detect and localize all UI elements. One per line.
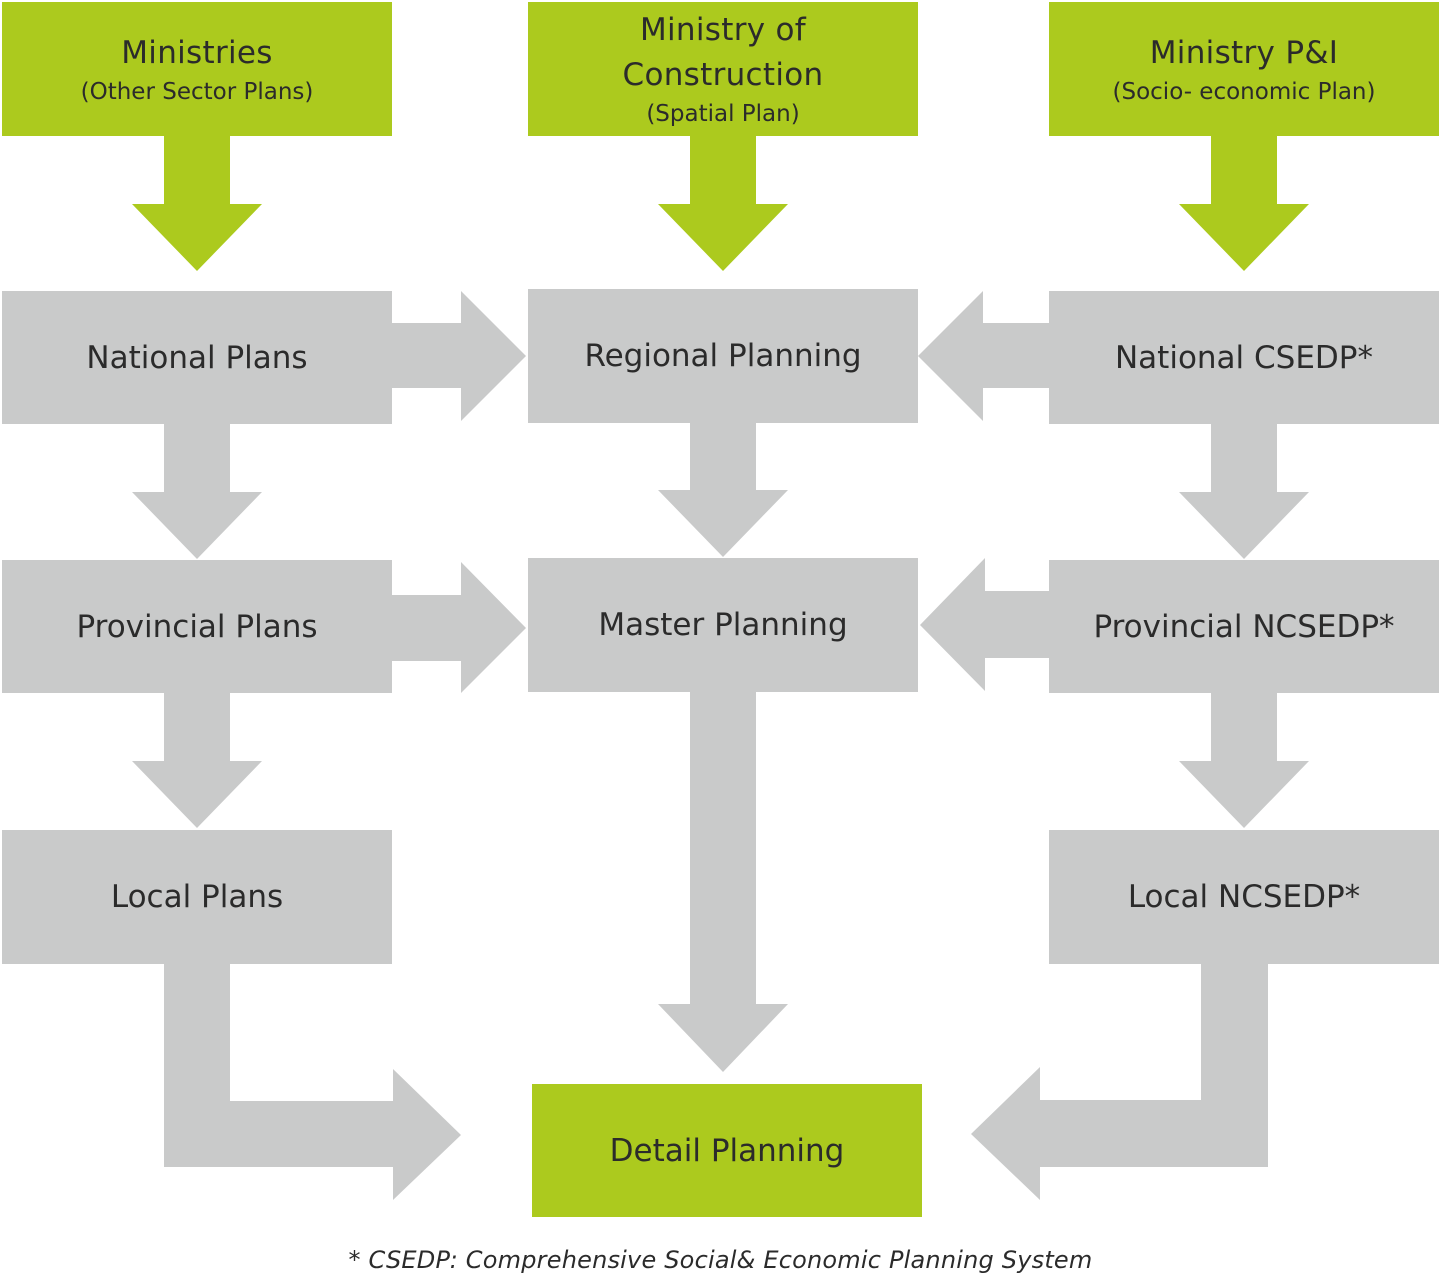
provincial-plans-box: Provincial Plans xyxy=(2,560,392,693)
ministry-of-construction-box: Ministry of Construction (Spatial Plan) xyxy=(528,2,918,136)
local-plans-box: Local Plans xyxy=(2,830,392,964)
national-plans-label: National Plans xyxy=(86,339,308,376)
detail-planning-label: Detail Planning xyxy=(609,1132,845,1169)
arrow-national-to-provincial-plans xyxy=(132,424,262,559)
arrow-provincial-plans-to-master-planning xyxy=(391,562,526,693)
arrow-mpi-to-national-csedp xyxy=(1179,136,1309,271)
footnote: * CSEDP: Comprehensive Social& Economic … xyxy=(348,1246,1093,1274)
ministry-of-construction-title: Ministry of Construction xyxy=(622,12,824,94)
arrow-master-to-detail-planning xyxy=(658,692,788,1072)
arrow-provincial-to-local-plans xyxy=(132,693,262,828)
master-planning-box: Master Planning xyxy=(528,558,918,692)
local-ncsedp-label: Local NCSEDP* xyxy=(1127,879,1361,915)
arrow-provincial-to-local-ncsedp xyxy=(1179,693,1309,828)
national-plans-box: National Plans xyxy=(2,291,392,424)
local-plans-label: Local Plans xyxy=(110,879,284,915)
ministry-pi-box: Ministry P&I (Socio- economic Plan) xyxy=(1049,2,1439,136)
national-csedp-label: National CSEDP* xyxy=(1114,339,1373,376)
national-csedp-box: National CSEDP* xyxy=(1049,291,1439,424)
ministries-title: Ministries xyxy=(121,34,273,71)
ministries-box: Ministries (Other Sector Plans) xyxy=(2,2,392,136)
ministry-of-construction-subtitle: (Spatial Plan) xyxy=(646,100,800,127)
ministry-pi-title: Ministry P&I xyxy=(1149,34,1339,71)
arrow-national-plans-to-regional-planning xyxy=(391,291,526,421)
arrow-local-plans-to-detail-planning xyxy=(164,964,461,1200)
regional-planning-box: Regional Planning xyxy=(528,289,918,423)
arrow-national-csedp-to-provincial xyxy=(1179,424,1309,559)
local-ncsedp-box: Local NCSEDP* xyxy=(1049,830,1439,964)
detail-planning-box: Detail Planning xyxy=(532,1084,922,1217)
master-planning-label: Master Planning xyxy=(598,607,848,643)
provincial-ncsedp-label: Provincial NCSEDP* xyxy=(1093,608,1395,645)
arrow-local-ncsedp-to-detail-planning xyxy=(971,964,1268,1200)
arrow-regional-to-master-planning xyxy=(658,423,788,557)
regional-planning-label: Regional Planning xyxy=(584,338,862,374)
arrow-ministries-to-national-plans xyxy=(132,136,262,271)
arrow-national-csedp-to-regional-planning xyxy=(918,291,1049,421)
arrow-construction-to-regional-planning xyxy=(658,136,788,271)
provincial-plans-label: Provincial Plans xyxy=(76,608,318,645)
ministry-pi-subtitle: (Socio- economic Plan) xyxy=(1112,78,1376,105)
ministries-subtitle: (Other Sector Plans) xyxy=(80,78,314,105)
arrow-provincial-ncsedp-to-master-planning xyxy=(920,558,1049,691)
provincial-ncsedp-box: Provincial NCSEDP* xyxy=(1049,560,1439,693)
